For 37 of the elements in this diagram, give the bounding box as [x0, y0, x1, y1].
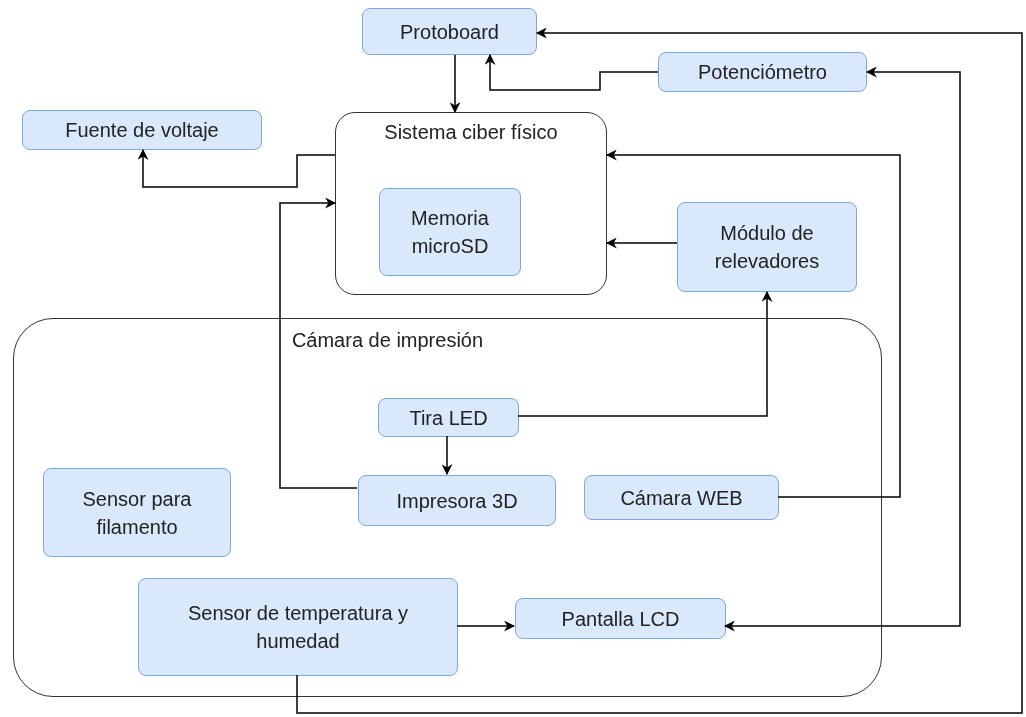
arrow — [296, 27, 1023, 714]
node-label: Potenciómetro — [698, 60, 827, 85]
node-label: Fuente de voltaje — [65, 118, 219, 143]
container-box — [13, 318, 882, 697]
node-label: Memoria microSD — [410, 206, 490, 259]
process-box — [379, 188, 521, 276]
arrow — [441, 435, 453, 476]
node-label: Sensor para filamento — [81, 486, 193, 540]
process-box — [677, 202, 857, 292]
process-box — [138, 578, 458, 676]
node-label: Pantalla LCD — [561, 606, 680, 632]
arrow — [449, 54, 461, 114]
node-label: Tira LED — [409, 405, 488, 431]
node-label: Protoboard — [400, 19, 499, 45]
arrow — [605, 237, 678, 249]
process-box — [362, 8, 537, 55]
process-box — [43, 468, 231, 557]
process-box — [22, 110, 262, 150]
process-box — [378, 398, 519, 437]
arrow — [517, 290, 773, 417]
process-box — [658, 52, 867, 92]
process-box — [515, 598, 726, 639]
node-label: Módulo de relevadores — [713, 221, 821, 274]
container-box — [335, 112, 607, 295]
process-box — [358, 475, 556, 526]
node-label: Cámara WEB — [620, 485, 743, 511]
arrow — [456, 620, 516, 632]
arrow — [279, 197, 358, 489]
arrow — [605, 149, 901, 498]
container-title: Cámara de impresión — [290, 328, 485, 353]
node-label: Impresora 3D — [396, 488, 518, 514]
process-box — [584, 475, 779, 520]
container-title: Sistema ciber físico — [383, 120, 559, 145]
arrow — [723, 66, 961, 632]
arrow — [484, 53, 659, 91]
arrow — [137, 148, 336, 188]
node-label: Sensor de temperatura y humedad — [186, 601, 410, 654]
